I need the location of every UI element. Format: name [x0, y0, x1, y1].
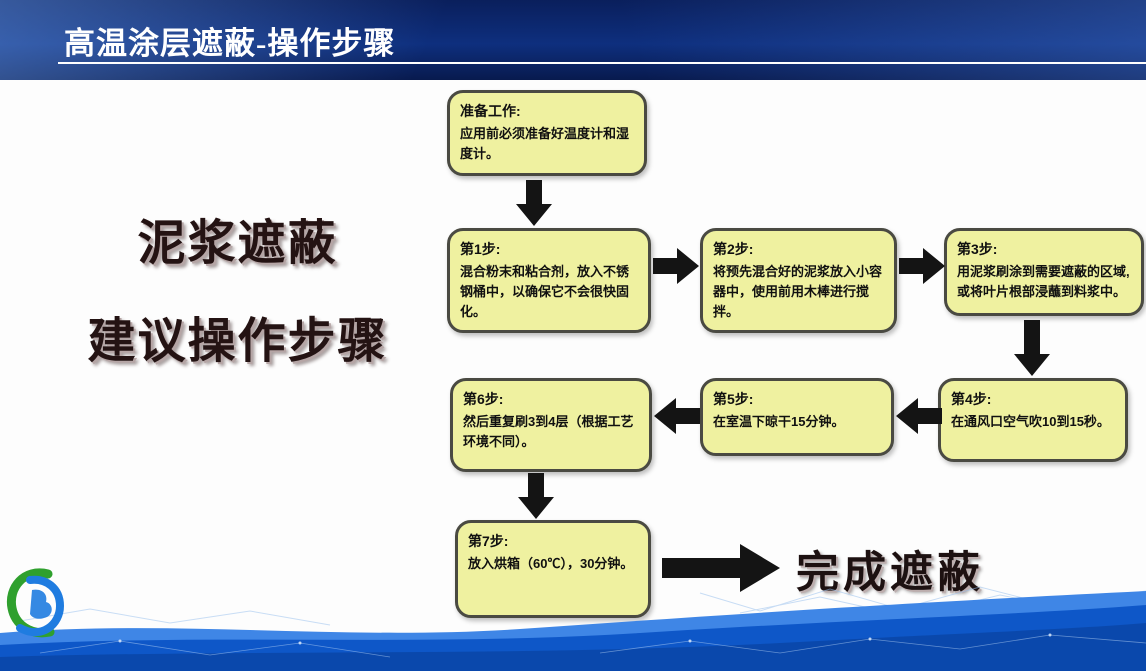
arrow-left-icon [654, 398, 700, 434]
flow-box-step7-title: 第7步: [468, 533, 509, 549]
side-heading-line1: 泥浆遮蔽 [137, 217, 338, 270]
side-heading-line2: 建议操作步骤 [87, 315, 388, 368]
flow-box-step3: 第3步: 用泥浆刷涂到需要遮蔽的区域,或将叶片根部浸蘸到料浆中。 [944, 228, 1144, 316]
slide-title: 高温涂层遮蔽-操作步骤 [64, 26, 396, 61]
flow-box-step5: 第5步: 在室温下晾干15分钟。 [700, 378, 894, 456]
title-underline [58, 62, 1146, 64]
flow-box-step3-title: 第3步: [957, 241, 998, 257]
flow-box-step3-body: 用泥浆刷涂到需要遮蔽的区域,或将叶片根部浸蘸到料浆中。 [957, 264, 1130, 300]
flow-box-step1: 第1步: 混合粉末和粘合剂，放入不锈钢桶中，以确保它不会很快固化。 [447, 228, 651, 334]
arrow-right-icon [899, 248, 945, 284]
flow-box-step6-title: 第6步: [463, 391, 504, 407]
flow-box-step1-title: 第1步: [460, 241, 501, 257]
flow-box-prep-body: 应用前必须准备好温度计和湿度计。 [460, 126, 630, 162]
flow-box-step7: 第7步: 放入烘箱（60℃），30分钟。 [455, 520, 651, 618]
arrow-big-right-icon [662, 544, 780, 592]
arrow-right-icon [653, 248, 699, 284]
flow-box-prep: 准备工作: 应用前必须准备好温度计和湿度计。 [447, 90, 647, 176]
result-text: 完成遮蔽 [796, 550, 984, 597]
flow-box-step6-body: 然后重复刷3到4层（根据工艺环境不同）。 [463, 414, 634, 450]
arrow-down-icon [518, 473, 554, 519]
bottom-wave-decoration [0, 586, 1146, 671]
company-logo [2, 556, 66, 649]
slide-header: 高温涂层遮蔽-操作步骤 [0, 0, 1146, 80]
flow-box-step2-title: 第2步: [713, 241, 754, 257]
arrow-left-icon [896, 398, 942, 434]
flow-box-step6: 第6步: 然后重复刷3到4层（根据工艺环境不同）。 [450, 378, 652, 472]
arrow-down-icon [1014, 320, 1050, 376]
flow-box-step2: 第2步: 将预先混合好的泥浆放入小容器中，使用前用木棒进行搅拌。 [700, 228, 897, 334]
flow-box-step7-body: 放入烘箱（60℃），30分钟。 [468, 556, 634, 571]
flow-box-step4-title: 第4步: [951, 391, 992, 407]
flow-box-step1-body: 混合粉末和粘合剂，放入不锈钢桶中，以确保它不会很快固化。 [460, 264, 630, 320]
flow-box-step2-body: 将预先混合好的泥浆放入小容器中，使用前用木棒进行搅拌。 [713, 264, 883, 320]
side-heading: 泥浆遮蔽 建议操作步骤 [40, 220, 435, 366]
arrow-down-icon [516, 180, 552, 226]
flow-box-step4-body: 在通风口空气吹10到15秒。 [951, 414, 1110, 429]
flow-box-step4: 第4步: 在通风口空气吹10到15秒。 [938, 378, 1128, 462]
flow-box-prep-title: 准备工作: [460, 103, 521, 119]
flow-box-step5-title: 第5步: [713, 391, 754, 407]
flow-box-step5-body: 在室温下晾干15分钟。 [713, 414, 845, 429]
